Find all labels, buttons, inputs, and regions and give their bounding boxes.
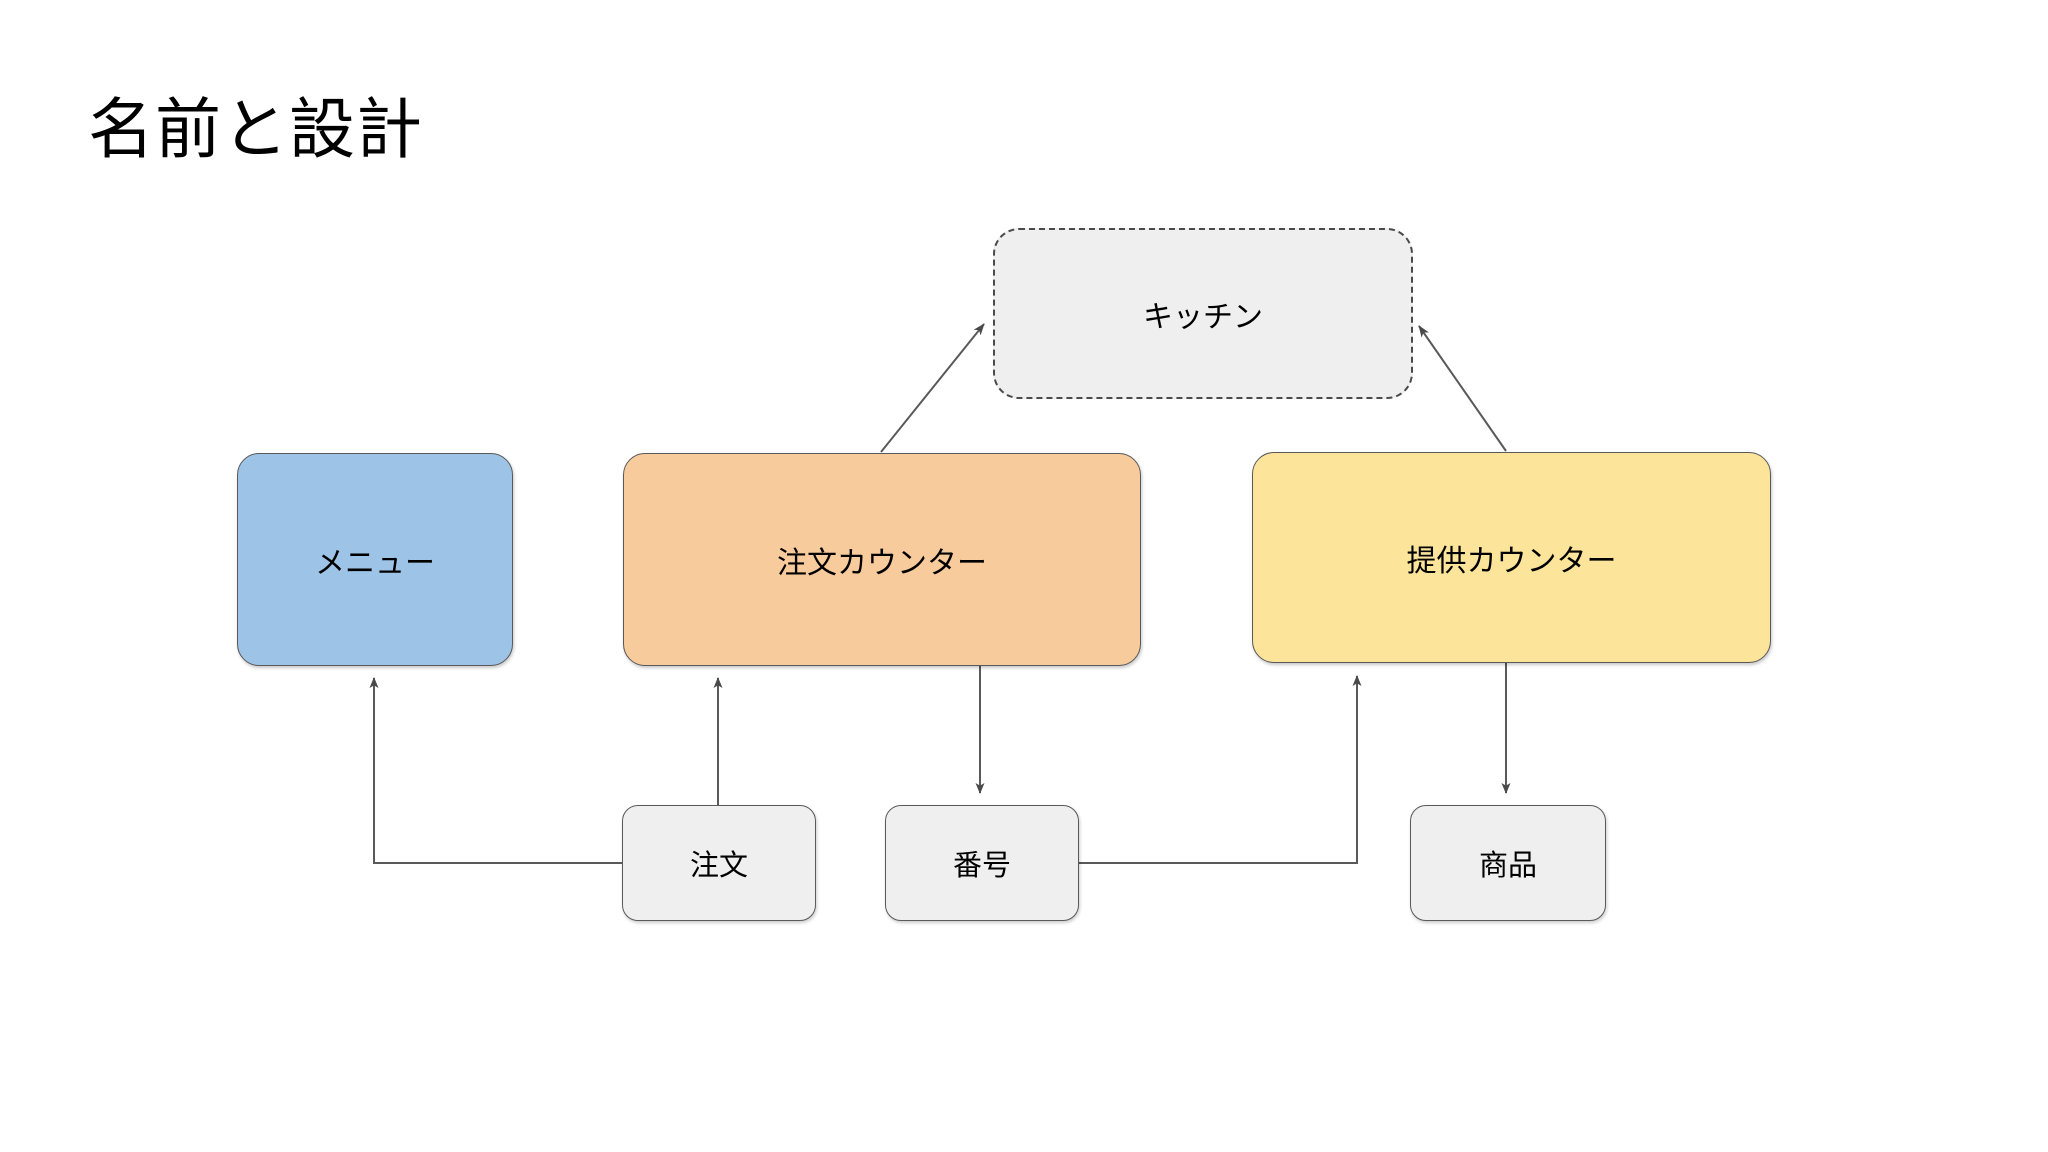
node-order[interactable]: 注文 (622, 805, 816, 921)
node-product-label: 商品 (1478, 850, 1537, 882)
node-kitchen-label: キッチン (1143, 300, 1263, 334)
edge-number-to-serve-counter (1079, 675, 1362, 864)
edge-order-counter-to-kitchen (880, 323, 985, 453)
node-kitchen[interactable]: キッチン (993, 228, 1413, 399)
node-product[interactable]: 商品 (1410, 805, 1606, 921)
node-menu[interactable]: メニュー (237, 453, 513, 666)
node-number[interactable]: 番号 (885, 805, 1079, 921)
node-number-label: 番号 (952, 850, 1011, 882)
edge-order-to-menu (369, 677, 622, 864)
node-order-counter-label: 注文カウンター (777, 546, 987, 580)
node-order-counter[interactable]: 注文カウンター (623, 453, 1141, 666)
node-menu-label: メニュー (315, 546, 435, 580)
page-title: 名前と設計 (88, 92, 423, 166)
node-order-label: 注文 (689, 850, 748, 882)
node-serve-counter[interactable]: 提供カウンター (1252, 452, 1771, 663)
node-serve-counter-label: 提供カウンター (1406, 544, 1617, 578)
edge-serve-counter-to-kitchen (1418, 325, 1507, 452)
